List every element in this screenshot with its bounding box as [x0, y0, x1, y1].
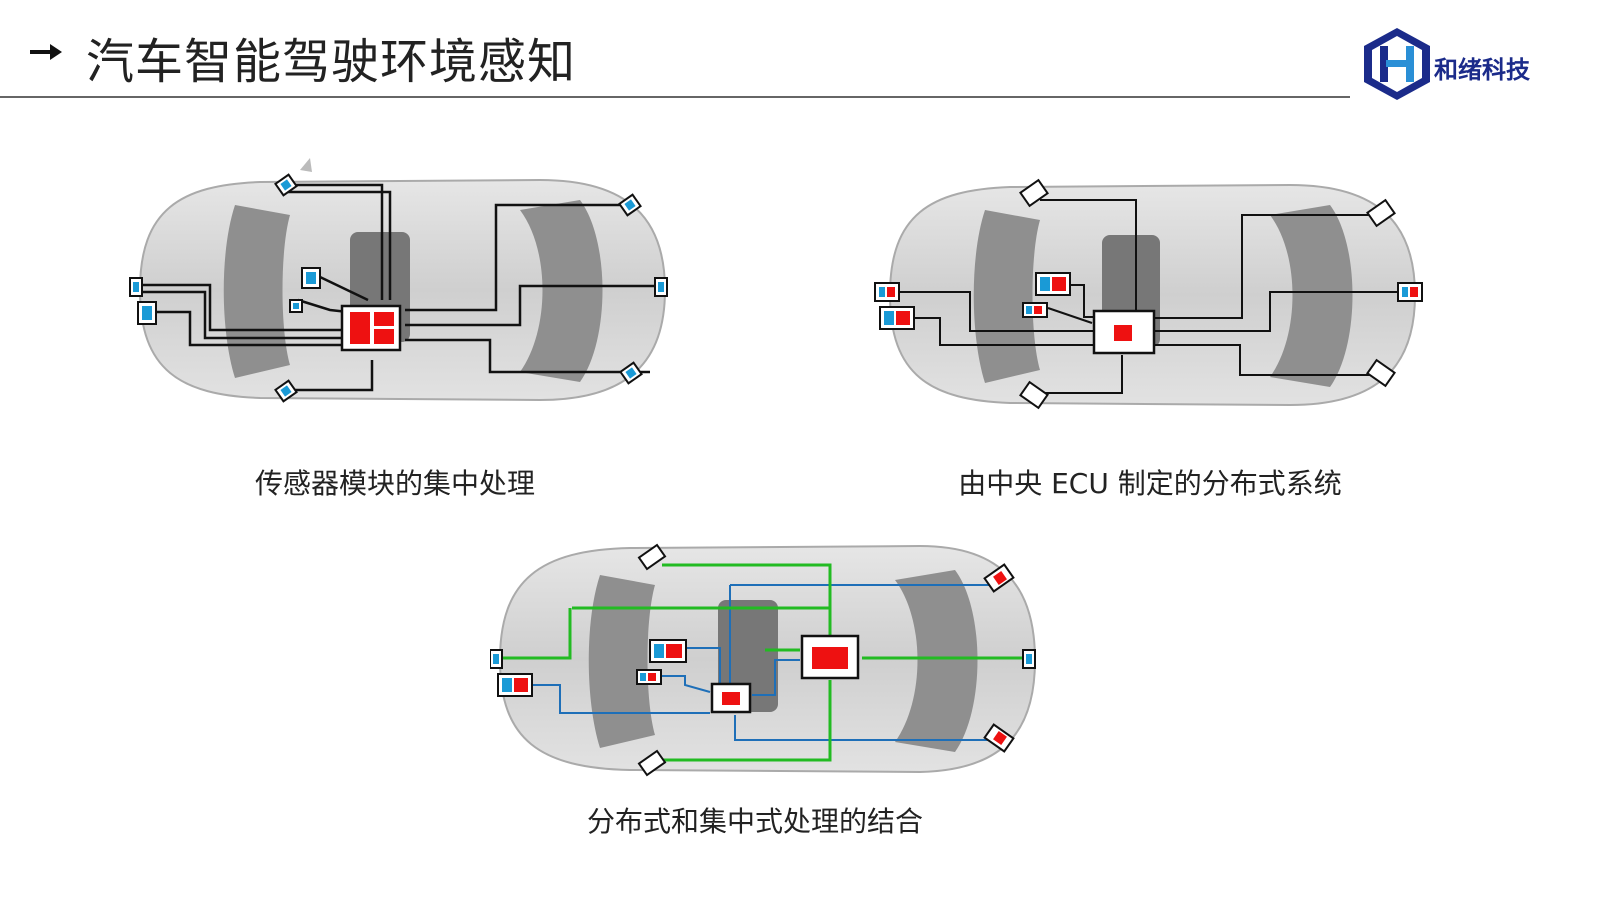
car-diagram-distributed	[874, 178, 1423, 410]
caption-distributed: 由中央 ECU 制定的分布式系统	[958, 467, 1342, 500]
diagram-hybrid	[489, 520, 1070, 810]
company-logo: 和绪科技	[1360, 26, 1560, 102]
diagram-distributed	[870, 155, 1450, 445]
page-title: 汽车智能驾驶环境感知	[86, 34, 577, 90]
car-diagram-centralized	[129, 158, 668, 403]
logo-text: 和绪科技	[1434, 56, 1530, 84]
diagram-centralized	[120, 150, 700, 440]
slide-header: 汽车智能驾驶环境感知 和绪科技	[0, 0, 1600, 100]
car-diagram-hybrid	[489, 543, 1037, 777]
logo-hexagon-icon	[1364, 28, 1430, 100]
arrow-right-icon	[30, 44, 62, 60]
caption-centralized: 传感器模块的集中处理	[254, 467, 535, 500]
header-divider	[0, 96, 1350, 98]
caption-hybrid: 分布式和集中式处理的结合	[586, 805, 923, 838]
